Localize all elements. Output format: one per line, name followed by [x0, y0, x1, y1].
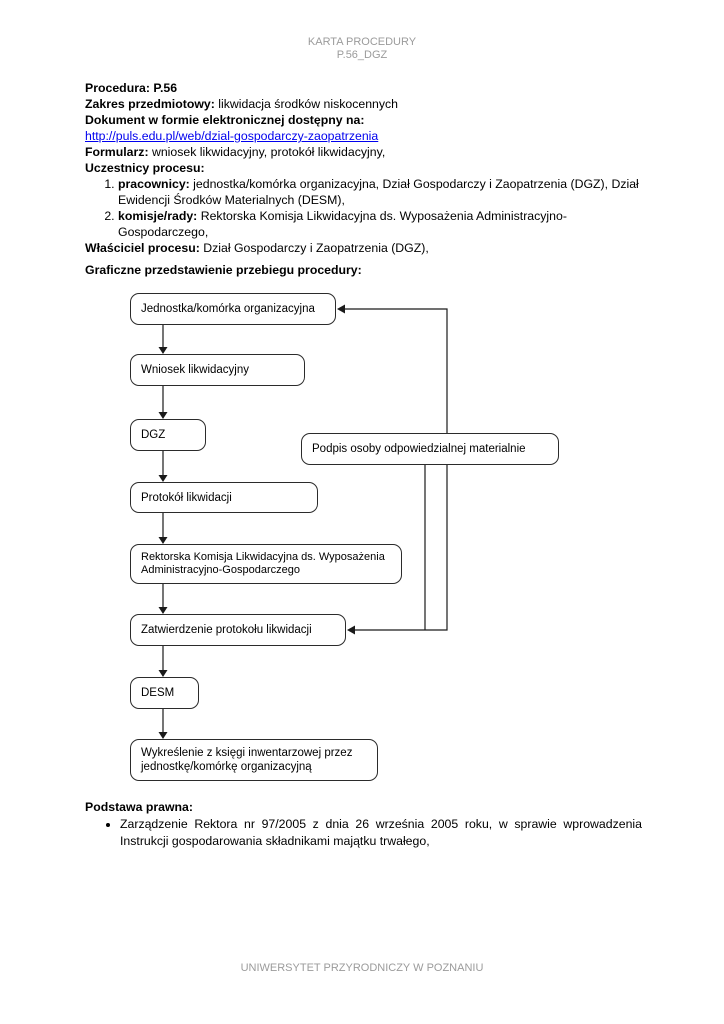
- process-owner-text: Dział Gospodarczy i Zaopatrzenia (DGZ),: [199, 241, 429, 255]
- flow-box-komisja: Rektorska Komisja Likwidacyjna ds. Wypos…: [130, 544, 402, 584]
- diagram-heading: Graficzne przedstawienie przebiegu proce…: [85, 262, 362, 278]
- legal-basis-item: Zarządzenie Rektora nr 97/2005 z dnia 26…: [120, 816, 642, 850]
- legal-basis-list: Zarządzenie Rektora nr 97/2005 z dnia 26…: [85, 816, 642, 850]
- scope-label: Zakres przedmiotowy:: [85, 97, 215, 111]
- participants-item-komisje: komisje/rady: Rektorska Komisja Likwidac…: [118, 208, 642, 240]
- document-link[interactable]: http://puls.edu.pl/web/dzial-gospodarczy…: [85, 129, 379, 143]
- link-line: http://puls.edu.pl/web/dzial-gospodarczy…: [85, 128, 642, 144]
- flow-box-dgz: DGZ: [130, 419, 206, 451]
- procedure-id: Procedura: P.56: [85, 81, 178, 95]
- form-label: Formularz:: [85, 145, 149, 159]
- flow-box-wykreslenie: Wykreślenie z księgi inwentarzowej przez…: [130, 739, 378, 781]
- komisje-label: komisje/rady:: [118, 209, 198, 223]
- pracownicy-label: pracownicy:: [118, 177, 190, 191]
- header-subtitle: P.56_DGZ: [336, 48, 388, 61]
- form-text: wniosek likwidacyjny, protokół likwidacy…: [148, 145, 386, 159]
- document-availability-line: Dokument w formie elektronicznej dostępn…: [85, 112, 642, 128]
- form-line: Formularz: wniosek likwidacyjny, protokó…: [85, 144, 642, 160]
- scope-line: Zakres przedmiotowy: likwidacja środków …: [85, 96, 642, 112]
- legal-basis-heading: Podstawa prawna:: [85, 799, 642, 816]
- participants-list: pracownicy: jednostka/komórka organizacy…: [85, 176, 642, 240]
- intro-section: Procedura: P.56 Zakres przedmiotowy: lik…: [85, 80, 642, 256]
- page-header: KARTA PROCEDURY P.56_DGZ: [0, 36, 724, 61]
- flow-box-jednostka: Jednostka/komórka organizacyjna: [130, 293, 336, 325]
- flow-box-wniosek: Wniosek likwidacyjny: [130, 354, 305, 386]
- flow-box-podpis: Podpis osoby odpowiedzialnej materialnie: [301, 433, 559, 465]
- pracownicy-text: jednostka/komórka organizacyjna, Dział G…: [118, 177, 639, 207]
- legal-basis-heading-text: Podstawa prawna:: [85, 800, 193, 814]
- document-availability-label: Dokument w formie elektronicznej dostępn…: [85, 113, 365, 127]
- flow-box-zatwierdzenie: Zatwierdzenie protokołu likwidacji: [130, 614, 346, 646]
- participants-item-pracownicy: pracownicy: jednostka/komórka organizacy…: [118, 176, 642, 208]
- participants-heading: Uczestnicy procesu:: [85, 160, 642, 176]
- process-owner-label: Właściciel procesu:: [85, 241, 200, 255]
- diagram-heading-text: Graficzne przedstawienie przebiegu proce…: [85, 263, 362, 277]
- flow-box-protokol: Protokół likwidacji: [130, 482, 318, 513]
- procedure-id-line: Procedura: P.56: [85, 80, 642, 96]
- participants-label: Uczestnicy procesu:: [85, 161, 205, 175]
- header-title: KARTA PROCEDURY: [307, 36, 417, 48]
- scope-text: likwidacja środków niskocennych: [214, 97, 399, 111]
- komisje-text: Rektorska Komisja Likwidacyjna ds. Wypos…: [118, 209, 567, 239]
- legal-section: Podstawa prawna: Zarządzenie Rektora nr …: [85, 799, 642, 850]
- flow-box-desm: DESM: [130, 677, 199, 709]
- process-owner-line: Właściciel procesu: Dział Gospodarczy i …: [85, 240, 642, 256]
- page-footer: UNIWERSYTET PRZYRODNICZY W POZNANIU: [240, 962, 484, 974]
